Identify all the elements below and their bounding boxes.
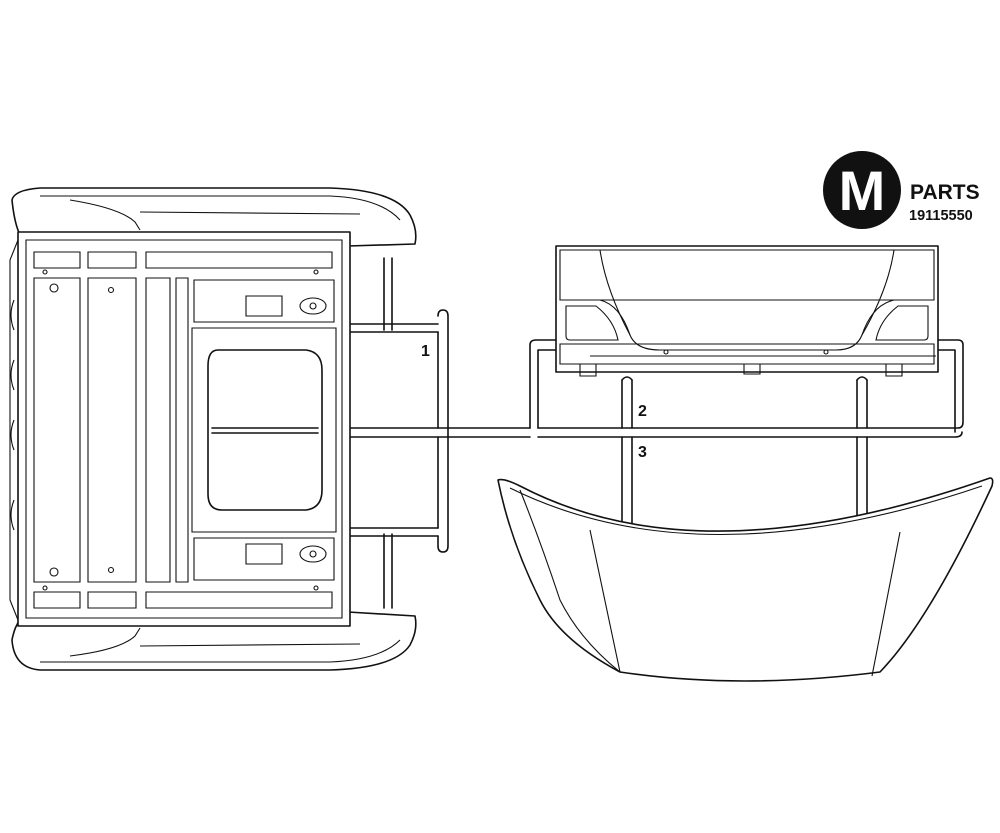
parts-badge: M PARTS 19115550 bbox=[823, 151, 980, 229]
badge-letter: M bbox=[839, 159, 886, 222]
part-number-1: 1 bbox=[421, 343, 430, 360]
part-3-hood bbox=[497, 477, 994, 682]
part-2-front-panel bbox=[555, 245, 939, 377]
sprue-runners bbox=[349, 257, 964, 609]
badge-code: 19115550 bbox=[909, 208, 973, 224]
badge-label: PARTS bbox=[910, 181, 980, 204]
part-1-cab-roof bbox=[9, 187, 417, 671]
badge-circle bbox=[823, 151, 901, 229]
part-number-3: 3 bbox=[638, 444, 647, 461]
part-number-labels: 1 2 3 bbox=[421, 343, 647, 461]
part-number-2: 2 bbox=[638, 403, 647, 420]
